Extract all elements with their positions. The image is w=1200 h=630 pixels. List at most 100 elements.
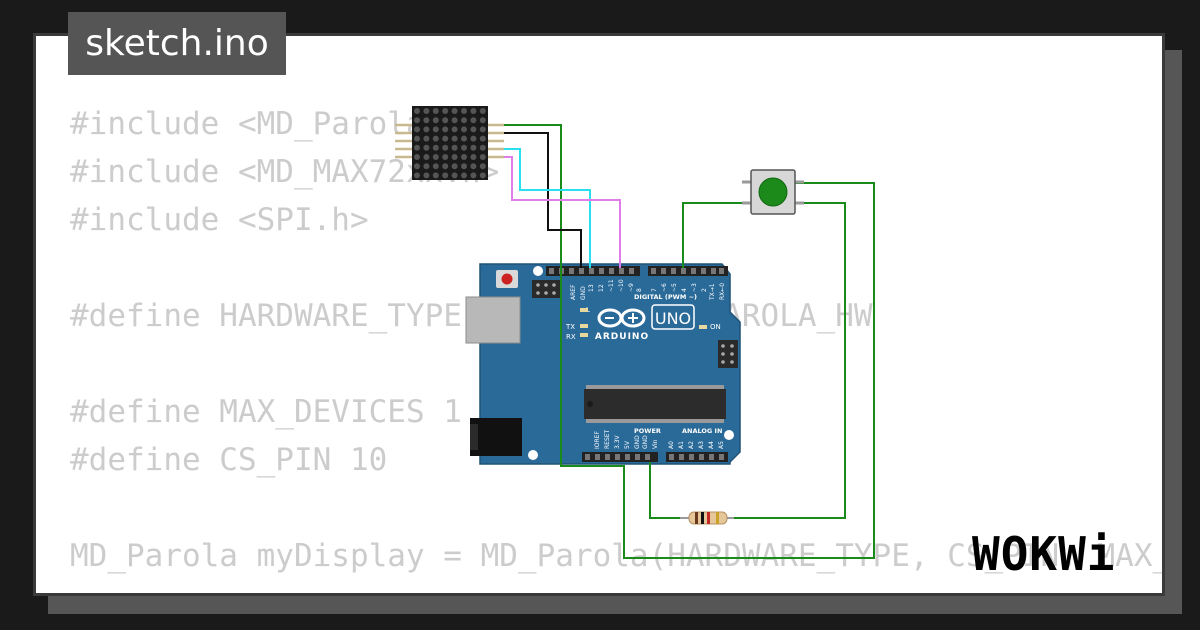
led-dot bbox=[414, 163, 420, 170]
led-dot bbox=[461, 108, 467, 114]
wire-cs[interactable] bbox=[503, 156, 621, 268]
led-dot bbox=[470, 172, 477, 179]
pin-label: IOREF bbox=[594, 431, 601, 449]
led-dot bbox=[442, 172, 449, 179]
led-dot bbox=[442, 126, 449, 133]
pin-label: TX→1 bbox=[709, 283, 716, 301]
pin-label: RESET bbox=[604, 429, 611, 449]
led-dot bbox=[432, 117, 439, 124]
led-dot bbox=[461, 117, 467, 124]
led-dot bbox=[470, 117, 477, 124]
led-dot bbox=[423, 172, 430, 179]
pin-label: 12 bbox=[598, 284, 605, 292]
led-dot bbox=[432, 126, 439, 133]
pin-label: GND bbox=[634, 435, 641, 449]
model-label: UNO bbox=[655, 309, 691, 328]
pin-label: A5 bbox=[718, 441, 725, 449]
led-dot bbox=[461, 172, 467, 179]
reset-button[interactable] bbox=[496, 270, 518, 288]
wire-button-signal[interactable] bbox=[682, 202, 752, 268]
code-line: #include <SPI.h> bbox=[70, 202, 369, 238]
led-dot bbox=[414, 172, 420, 179]
led-dot bbox=[432, 144, 439, 151]
code-line: #define CS_PIN 10 bbox=[70, 442, 388, 478]
led-dot bbox=[414, 135, 420, 142]
push-button-icon[interactable] bbox=[742, 169, 804, 215]
rx-label: RX bbox=[566, 333, 576, 341]
pin-label: 5V bbox=[624, 440, 631, 449]
led-dot bbox=[470, 163, 477, 170]
pin-label: A1 bbox=[678, 441, 685, 449]
led-dot bbox=[451, 126, 458, 133]
led-dot bbox=[470, 154, 477, 160]
pin-label: GND bbox=[642, 435, 649, 449]
pin-label: A4 bbox=[708, 441, 715, 449]
led-dot bbox=[470, 135, 477, 142]
led-dot bbox=[451, 154, 458, 160]
pin-label: ~3 bbox=[691, 283, 698, 292]
icsp-header-top bbox=[532, 280, 560, 298]
led-dot bbox=[479, 154, 486, 160]
led-dot bbox=[423, 135, 430, 142]
led-dot bbox=[432, 108, 439, 114]
led-dot bbox=[479, 117, 486, 124]
code-line: #define MAX_DEVICES 1 bbox=[70, 394, 462, 430]
led-dot bbox=[442, 163, 449, 170]
wire-resistor-left[interactable] bbox=[649, 462, 688, 519]
wire-din[interactable] bbox=[503, 148, 591, 268]
led-dot bbox=[423, 163, 430, 170]
pin-label: 13 bbox=[588, 284, 595, 292]
wokwi-logo: WOKWi bbox=[972, 527, 1116, 581]
led-dot bbox=[432, 172, 439, 179]
led-dot bbox=[461, 126, 467, 133]
led-dot bbox=[414, 154, 420, 160]
led-dot bbox=[451, 172, 458, 179]
led-dot bbox=[470, 126, 477, 133]
pin-label: A2 bbox=[688, 441, 695, 449]
led-dot bbox=[479, 135, 486, 142]
pin-label: A0 bbox=[668, 441, 675, 449]
digital-label: DIGITAL (PWM ~) bbox=[634, 293, 697, 301]
wire-gnd[interactable] bbox=[503, 124, 875, 559]
led-dot bbox=[461, 154, 467, 160]
led-dot bbox=[451, 135, 458, 142]
pin-label: 8 bbox=[636, 288, 643, 292]
led-dot bbox=[451, 108, 458, 114]
power-label: POWER bbox=[634, 427, 661, 435]
led-dot bbox=[479, 144, 486, 151]
wire-clk[interactable] bbox=[503, 132, 582, 268]
pin-label: GND bbox=[580, 286, 587, 300]
pin-label: 7 bbox=[651, 288, 658, 292]
led-dot bbox=[423, 144, 430, 151]
power-jack-icon bbox=[470, 418, 522, 456]
pin-label: ~5 bbox=[671, 283, 678, 292]
led-dot bbox=[451, 163, 458, 170]
led-dot bbox=[432, 135, 439, 142]
led-dot bbox=[423, 126, 430, 133]
led-dot bbox=[432, 163, 439, 170]
led-dot bbox=[451, 144, 458, 151]
led-dot bbox=[414, 126, 420, 133]
atmega-chip bbox=[584, 385, 726, 423]
led-dot bbox=[470, 108, 477, 114]
arduino-uno-board[interactable]: AREF GND 13 12 ~11 ~10 ~9 8 7 ~6 ~5 4 ~3… bbox=[465, 263, 741, 465]
led-dot bbox=[442, 135, 449, 142]
wire-resistor-right[interactable] bbox=[726, 202, 846, 519]
pin-label: ~9 bbox=[628, 283, 635, 292]
code-line: MD_Parola myDisplay = MD_Parola(HARDWARE… bbox=[70, 538, 1162, 574]
led-dot bbox=[432, 154, 439, 160]
resistor-icon[interactable] bbox=[680, 511, 734, 525]
file-tab[interactable]: sketch.ino bbox=[68, 12, 286, 75]
led-dot bbox=[442, 108, 449, 114]
led-dot bbox=[423, 108, 430, 114]
arduino-logo-icon bbox=[597, 308, 646, 328]
led-dot bbox=[423, 117, 430, 124]
led-dot bbox=[414, 108, 420, 114]
led-matrix-icon[interactable] bbox=[395, 106, 504, 180]
pin-label: ~10 bbox=[618, 279, 625, 292]
pin-label: RX←0 bbox=[719, 283, 726, 300]
led-dot bbox=[414, 117, 420, 124]
pin-label: A3 bbox=[698, 441, 705, 449]
brand-label: ARDUINO bbox=[595, 332, 649, 342]
